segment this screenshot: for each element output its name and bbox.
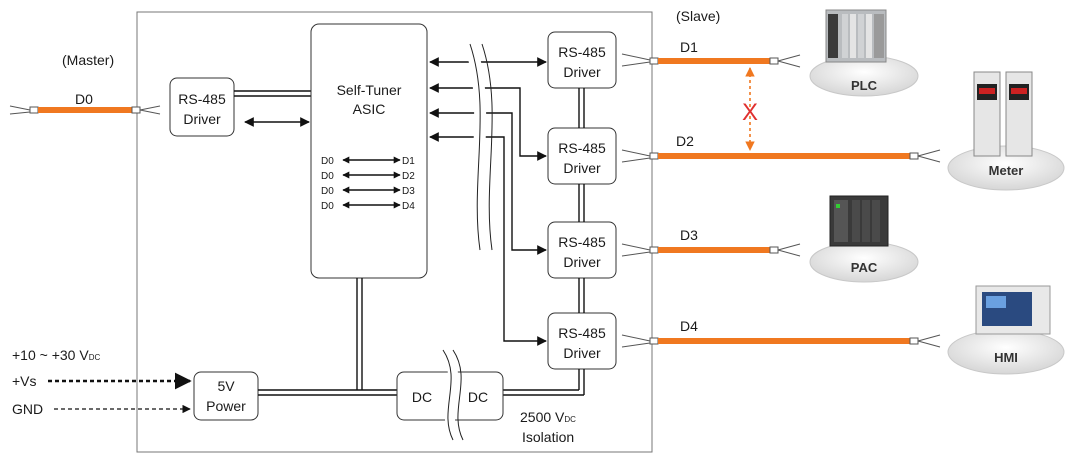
svg-text:Driver: Driver xyxy=(563,254,601,270)
svg-text:D4: D4 xyxy=(680,318,698,334)
mapping-row-2: D0 D2 xyxy=(321,171,415,182)
isolation-voltage: 2500 VDC xyxy=(520,409,576,425)
svg-text:RS-485: RS-485 xyxy=(558,234,606,250)
svg-text:D3: D3 xyxy=(680,227,698,243)
svg-text:RS-485: RS-485 xyxy=(558,140,606,156)
svg-text:D0: D0 xyxy=(321,156,334,167)
svg-text:Driver: Driver xyxy=(563,64,601,80)
svg-text:D2: D2 xyxy=(676,133,694,149)
svg-text:D2: D2 xyxy=(402,171,415,182)
master-label: (Master) xyxy=(62,52,114,68)
svg-text:D0: D0 xyxy=(321,186,334,197)
svg-text:D1: D1 xyxy=(680,39,698,55)
svg-text:RS-485: RS-485 xyxy=(178,91,226,107)
svg-text:RS-485: RS-485 xyxy=(558,44,606,60)
svg-text:DC: DC xyxy=(412,389,432,405)
device-plc-label: PLC xyxy=(851,78,878,93)
self-tuner-asic: Self-Tuner ASIC xyxy=(310,23,428,279)
cable-d0-label: D0 xyxy=(75,91,93,107)
cable-d0 xyxy=(9,105,161,115)
svg-text:D4: D4 xyxy=(402,201,415,212)
rs485-driver-d4: RS-485 Driver xyxy=(547,312,617,370)
rs485-driver-d1: RS-485 Driver xyxy=(547,31,617,89)
rs485-driver-d2: RS-485 Driver xyxy=(547,127,617,185)
cable-d3: D3 xyxy=(621,227,801,257)
power-bus xyxy=(258,278,585,396)
svg-text:D0: D0 xyxy=(321,201,334,212)
blocked-cross-mark: X xyxy=(742,99,758,126)
rs485-driver-in: RS-485 Driver xyxy=(169,77,235,137)
svg-text:D3: D3 xyxy=(402,186,415,197)
svg-text:Power: Power xyxy=(206,398,246,414)
svg-text:5V: 5V xyxy=(217,378,235,394)
mapping-row-3: D0 D3 xyxy=(321,186,415,197)
voltage-range-label: +10 ~ +30 VDC xyxy=(12,347,100,363)
slave-label: (Slave) xyxy=(676,8,720,24)
device-pac: PAC xyxy=(809,195,919,283)
svg-text:Driver: Driver xyxy=(183,111,221,127)
svg-text:Self-Tuner: Self-Tuner xyxy=(337,82,402,98)
cable-d1: D1 xyxy=(621,39,801,68)
asic-driver-links xyxy=(429,42,547,346)
device-meter-label: Meter xyxy=(989,163,1024,178)
gnd-label: GND xyxy=(12,401,43,417)
device-hmi-label: HMI xyxy=(994,350,1018,365)
cable-d2: D2 xyxy=(621,133,941,163)
driver-power-rail xyxy=(578,88,585,313)
device-hmi: HMI xyxy=(947,285,1065,375)
mapping-row-1: D0 D1 xyxy=(321,156,415,167)
svg-text:Driver: Driver xyxy=(563,160,601,176)
rs485-driver-d3: RS-485 Driver xyxy=(547,221,617,279)
device-meter: Meter xyxy=(947,71,1065,191)
svg-text:DC: DC xyxy=(468,389,488,405)
svg-text:D0: D0 xyxy=(321,171,334,182)
mapping-row-4: D0 D4 xyxy=(321,201,415,212)
isolation-label: Isolation xyxy=(522,429,574,445)
module-enclosure xyxy=(136,11,653,453)
svg-text:RS-485: RS-485 xyxy=(558,325,606,341)
power-5v-block: 5V Power xyxy=(193,371,259,421)
vs-label: +Vs xyxy=(12,373,37,389)
cable-d4: D4 xyxy=(621,318,941,348)
device-plc: PLC xyxy=(809,9,919,97)
svg-text:Driver: Driver xyxy=(563,345,601,361)
device-pac-label: PAC xyxy=(851,260,878,275)
dcdc-converter: DC DC xyxy=(396,347,504,443)
blocked-link: X xyxy=(742,67,758,151)
svg-text:D1: D1 xyxy=(402,156,415,167)
svg-text:ASIC: ASIC xyxy=(353,101,386,117)
